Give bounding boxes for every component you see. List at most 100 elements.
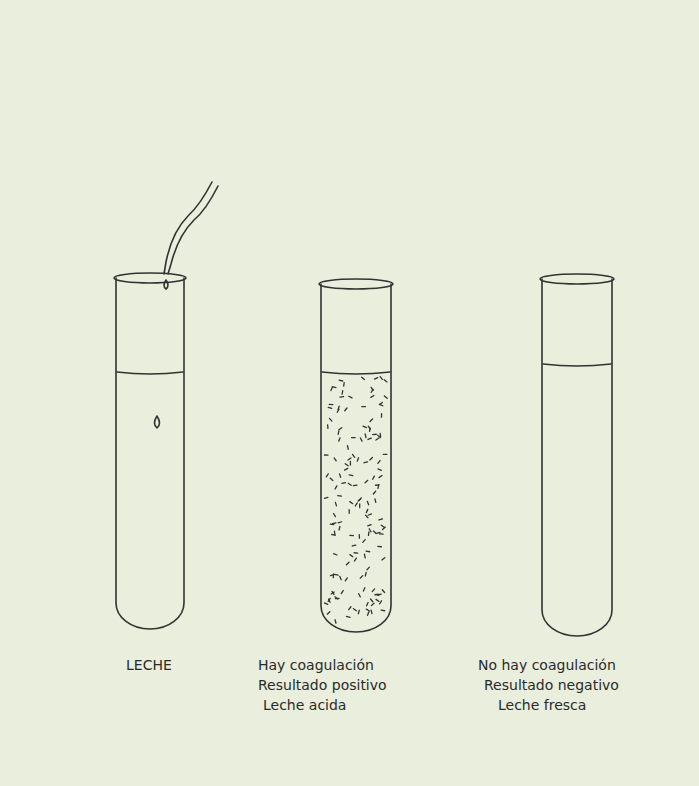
speck — [339, 428, 342, 430]
speck — [331, 592, 334, 594]
speck — [383, 454, 387, 455]
speck — [355, 503, 357, 506]
speck — [377, 532, 380, 534]
speck — [326, 474, 328, 477]
speck — [384, 380, 387, 382]
speck — [379, 402, 382, 404]
speck — [328, 407, 331, 409]
speck — [373, 491, 375, 494]
speck — [374, 378, 377, 379]
speck — [338, 527, 340, 530]
speck — [367, 501, 368, 504]
speck — [373, 476, 375, 479]
speck — [354, 558, 356, 561]
test-tube — [321, 284, 391, 632]
tube-caption: Leche acida — [263, 696, 346, 714]
speck — [380, 533, 384, 535]
speck — [349, 396, 352, 398]
speck — [378, 461, 380, 464]
speck — [381, 414, 382, 418]
speck — [348, 458, 351, 460]
speck — [362, 406, 366, 407]
tube-caption: No hay coagulación — [478, 656, 616, 674]
speck — [324, 603, 327, 604]
speck — [381, 609, 385, 611]
speck — [376, 599, 379, 601]
speck — [353, 609, 356, 611]
speck — [334, 531, 336, 535]
speck — [347, 446, 349, 449]
speck — [354, 552, 358, 554]
tube-rim — [319, 279, 393, 289]
speck — [368, 426, 370, 429]
speck — [382, 590, 384, 593]
tube-caption: Resultado negativo — [484, 676, 619, 694]
pipette — [168, 186, 218, 274]
speck — [363, 426, 366, 427]
speck — [368, 525, 371, 526]
speck — [372, 589, 374, 592]
speck — [352, 454, 354, 457]
speck — [370, 457, 373, 460]
speck — [375, 594, 379, 595]
speck — [330, 418, 332, 421]
speck — [335, 574, 339, 576]
speck — [339, 438, 340, 441]
speck — [366, 515, 368, 518]
speck — [384, 396, 387, 398]
speck — [335, 598, 339, 600]
speck — [338, 522, 341, 523]
speck — [376, 594, 380, 595]
coagulation-specks — [324, 377, 387, 624]
speck — [339, 379, 342, 381]
speck — [378, 469, 381, 470]
speck — [377, 485, 379, 489]
speck — [367, 567, 369, 570]
speck — [379, 519, 382, 520]
speck — [371, 396, 374, 398]
speck — [327, 612, 330, 614]
speck — [380, 601, 382, 604]
speck — [331, 387, 332, 390]
speck — [367, 603, 369, 606]
speck — [334, 554, 337, 555]
speck — [330, 523, 334, 525]
speck — [346, 562, 349, 565]
speck — [353, 484, 357, 486]
speck — [329, 404, 333, 405]
speck — [341, 591, 343, 594]
speck — [363, 588, 364, 591]
speck — [359, 594, 361, 597]
speck — [363, 540, 365, 543]
speck — [368, 532, 370, 536]
speck — [368, 438, 371, 439]
speck — [359, 504, 360, 508]
speck — [358, 499, 361, 501]
speck — [341, 391, 343, 395]
speck — [335, 597, 338, 599]
speck — [369, 529, 371, 532]
tube-caption: Resultado positivo — [258, 676, 387, 694]
speck — [368, 514, 371, 515]
speck — [376, 438, 379, 440]
liquid-surface — [543, 364, 611, 366]
speck — [357, 458, 358, 461]
speck — [324, 454, 328, 455]
speck — [379, 475, 382, 477]
test-tube — [116, 278, 184, 629]
speck — [345, 464, 348, 466]
speck — [345, 468, 348, 470]
speck — [342, 482, 346, 484]
speck — [366, 609, 369, 611]
speck — [350, 461, 351, 465]
drop — [155, 416, 160, 428]
speck — [378, 435, 381, 437]
speck — [359, 498, 361, 501]
speck — [347, 616, 350, 618]
tube-rim — [540, 274, 614, 284]
speck — [365, 434, 367, 438]
speck — [370, 419, 373, 422]
speck — [352, 437, 356, 438]
speck — [371, 599, 373, 602]
test-tube — [542, 279, 612, 636]
